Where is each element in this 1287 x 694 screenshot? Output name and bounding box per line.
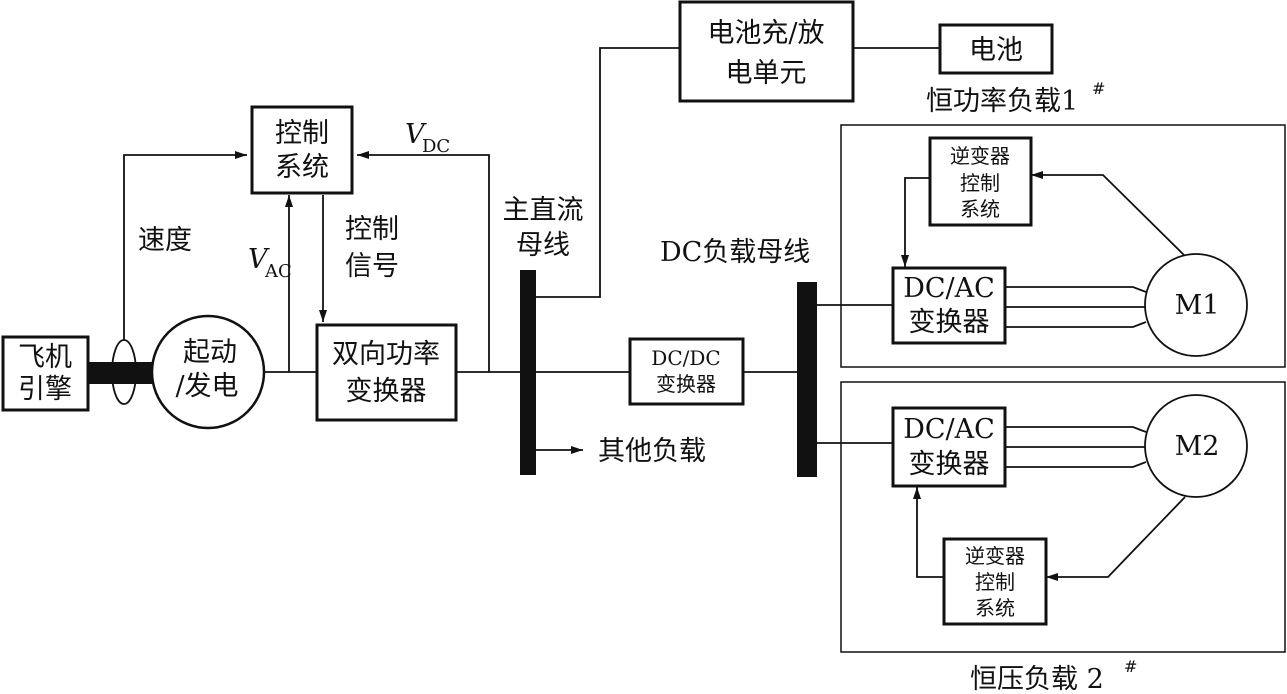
main-dc-bus-label-line1: 主直流 bbox=[503, 195, 584, 226]
phase-line bbox=[1005, 286, 1147, 293]
dcac-converter-1-block bbox=[891, 266, 1007, 345]
starter-generator-line1: 起动 bbox=[183, 337, 237, 368]
main-dc-bus bbox=[520, 270, 536, 475]
inverter-control-1-line3: 系统 bbox=[960, 197, 1000, 221]
control-signal-line2: 信号 bbox=[345, 251, 399, 282]
inverter-control-1-line1: 逆变器 bbox=[950, 144, 1010, 168]
dc-load-bus bbox=[797, 282, 817, 477]
constant-voltage-load-label: 恒压负载 2 bbox=[970, 664, 1104, 694]
constant-power-load-label: 恒功率负载1 bbox=[926, 86, 1078, 117]
control-signal-line1: 控制 bbox=[345, 214, 399, 245]
inverter-control-1-block bbox=[928, 136, 1033, 227]
vac-label: V bbox=[248, 244, 270, 275]
m2-feedback-line bbox=[1046, 496, 1186, 581]
motor-m2 bbox=[1144, 394, 1248, 498]
engine-label-line1: 飞机 bbox=[18, 342, 72, 373]
battery-unit-block bbox=[678, 0, 855, 103]
battery-label: 电池 bbox=[969, 35, 1023, 66]
constant-power-load-panel bbox=[840, 124, 1286, 368]
dcac-converter-1-line1: DC/AC bbox=[903, 273, 995, 304]
bidirectional-converter-block bbox=[315, 323, 458, 422]
aircraft-engine-block bbox=[1, 335, 90, 412]
bidirectional-converter-line2: 变换器 bbox=[346, 376, 427, 407]
inverter-control-2-line2: 控制 bbox=[975, 570, 1015, 594]
phase-line bbox=[1005, 321, 1147, 328]
engine-label-line2: 引擎 bbox=[18, 374, 72, 405]
motor-m1-label: M1 bbox=[1175, 290, 1220, 321]
battery-unit-line2: 电单元 bbox=[726, 58, 807, 89]
vdc-subscript: DC bbox=[422, 136, 450, 157]
starter-generator bbox=[150, 314, 266, 430]
phase-line bbox=[1005, 426, 1147, 433]
dcac-converter-2-line2: 变换器 bbox=[909, 449, 990, 480]
bus-to-battery-unit-line bbox=[536, 47, 680, 298]
battery-block bbox=[938, 23, 1054, 75]
other-loads-label: 其他负载 bbox=[598, 436, 706, 467]
inverter-ctrl1-output-line bbox=[901, 177, 930, 267]
dcdc-converter-block bbox=[628, 337, 745, 406]
inverter-control-1-line2: 控制 bbox=[960, 171, 1000, 195]
dc-load-bus-label: DC负载母线 bbox=[660, 237, 810, 268]
inverter-control-2-block bbox=[942, 537, 1048, 626]
inverter-ctrl2-output-line bbox=[913, 487, 944, 578]
inverter-control-2-line1: 逆变器 bbox=[965, 544, 1025, 568]
control-system-block bbox=[250, 105, 354, 195]
dcac-converter-2-line1: DC/AC bbox=[903, 414, 995, 445]
vdc-feedback-line bbox=[357, 151, 490, 372]
vdc-label: V bbox=[405, 119, 427, 150]
motor-m1 bbox=[1144, 253, 1248, 357]
vac-subscript: AC bbox=[264, 261, 292, 282]
m1-feedback-line bbox=[1031, 171, 1186, 257]
battery-unit-line1: 电池充/放 bbox=[707, 18, 824, 49]
constant-voltage-load-sup: # bbox=[1124, 657, 1137, 676]
phase-line bbox=[1005, 461, 1147, 468]
main-dc-bus-label-line2: 母线 bbox=[516, 230, 570, 261]
speed-label: 速度 bbox=[138, 225, 192, 256]
control-system-line2: 系统 bbox=[275, 152, 329, 183]
engine-shaft bbox=[88, 362, 153, 384]
dcdc-converter-line1: DC/DC bbox=[651, 346, 720, 370]
speed-feedback-line bbox=[123, 151, 247, 340]
starter-generator-line2: /发电 bbox=[175, 371, 238, 402]
motor-m2-label: M2 bbox=[1175, 431, 1220, 462]
bidirectional-converter-line1: 双向功率 bbox=[332, 339, 440, 370]
dcac-converter-2-block bbox=[891, 406, 1007, 488]
dcac-converter-1-line2: 变换器 bbox=[909, 307, 990, 338]
constant-power-load-sup: # bbox=[1092, 79, 1105, 98]
constant-voltage-load-panel bbox=[840, 381, 1286, 653]
dcdc-converter-line2: 变换器 bbox=[656, 372, 716, 396]
inverter-control-2-line3: 系统 bbox=[975, 596, 1015, 620]
control-system-line1: 控制 bbox=[275, 118, 329, 149]
